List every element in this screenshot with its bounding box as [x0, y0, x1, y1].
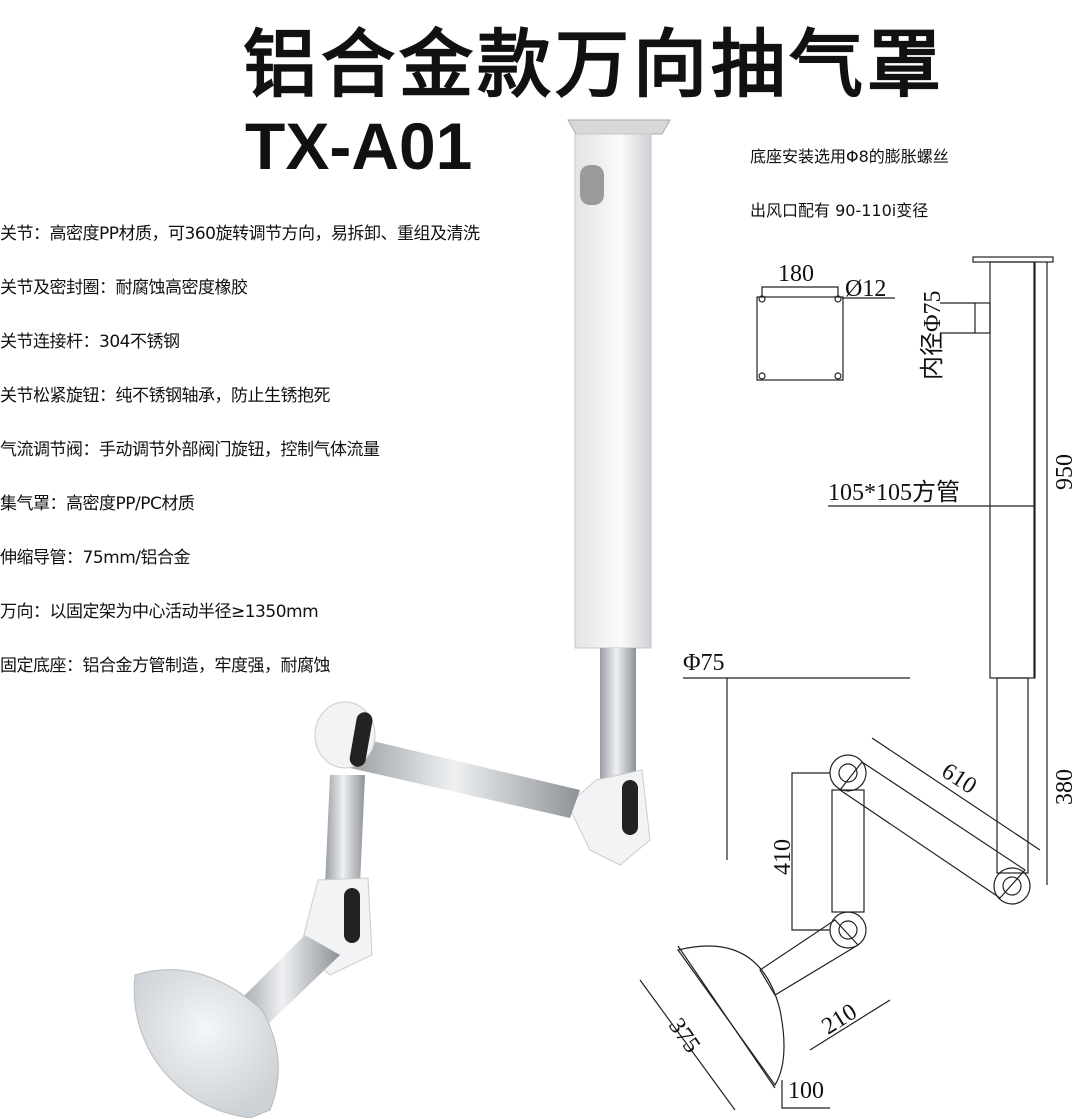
- dim-outlet-inner: 内径Φ75: [919, 290, 946, 380]
- outlet-note: 出风口配有 90-110i变径: [750, 201, 929, 220]
- dim-arm-lower: 410: [770, 839, 796, 875]
- dim-hose-length: 380: [1052, 769, 1078, 805]
- dim-hole-dia: Ø12: [845, 276, 886, 302]
- dim-base-width: 180: [778, 261, 814, 287]
- hood-neck: [235, 935, 340, 1030]
- upper-arm-pipe: [350, 738, 580, 818]
- spec-line: 关节及密封圈：耐腐蚀高密度橡胶: [0, 278, 248, 298]
- spec-line: 关节松紧旋钮：纯不锈钢轴承，防止生锈抱死: [0, 386, 331, 406]
- hood-arm: [759, 919, 859, 996]
- spec-line: 万向：以固定架为中心活动半径≥1350mm: [0, 602, 319, 622]
- install-note: 底座安装选用Φ8的膨胀螺丝: [750, 147, 949, 166]
- aluminum-pipe: [600, 648, 636, 783]
- dim-square-tube: 105*105方管: [828, 479, 960, 506]
- dim-arm-end: 210: [817, 999, 861, 1040]
- spec-line: 伸缩导管：75mm/铝合金: [0, 548, 190, 568]
- hood-outline: [676, 945, 785, 1087]
- lower-arm: [831, 789, 865, 913]
- hose: [996, 677, 1029, 874]
- model-number: TX-A01: [245, 109, 473, 183]
- spec-line: 固定底座：铝合金方管制造，牢度强，耐腐蚀: [0, 656, 331, 676]
- dim-arm-upper: 610: [937, 758, 981, 799]
- dim-column-height: 950: [1052, 454, 1078, 490]
- spec-line: 关节连接杆：304不锈钢: [0, 332, 180, 352]
- spec-line: 集气罩：高密度PP/PC材质: [0, 494, 195, 514]
- knob-icon: [349, 712, 373, 767]
- outlet-port: [580, 165, 604, 205]
- spec-line: 关节：高密度PP材质，可360旋转调节方向，易拆卸、重组及清洗: [0, 224, 480, 244]
- spec-line: 气流调节阀：手动调节外部阀门旋钮，控制气体流量: [0, 440, 380, 460]
- upper-arm: [839, 761, 1026, 899]
- column-body: [989, 261, 1036, 679]
- knob-icon: [344, 888, 360, 943]
- dim-hose-dia: Φ75: [683, 650, 725, 676]
- knob-icon: [622, 780, 638, 835]
- collection-hood: [133, 969, 279, 1118]
- square-column: [574, 133, 652, 649]
- column-base: [972, 256, 1054, 263]
- mount-plate: [567, 119, 671, 135]
- dim-hood-depth: 100: [788, 1078, 824, 1104]
- lower-arm-pipe: [325, 775, 365, 885]
- base-plate-view: [756, 296, 844, 381]
- product-title: 铝合金款万向抽气罩: [243, 22, 945, 108]
